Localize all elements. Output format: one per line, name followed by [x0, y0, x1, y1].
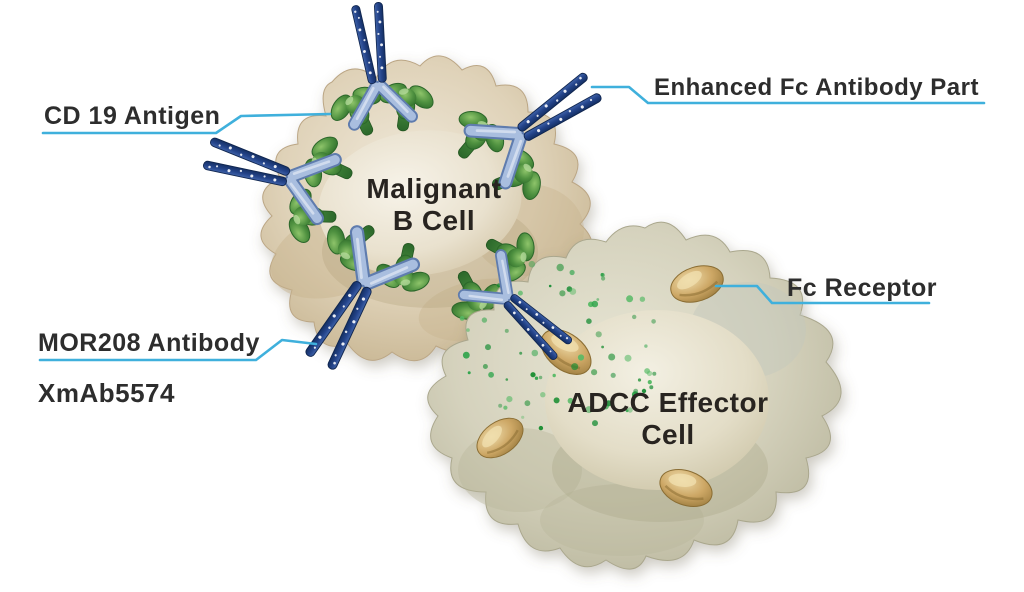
label-cd19-antigen: CD 19 Antigen: [44, 102, 220, 130]
granule-dot: [517, 290, 523, 296]
granule-dot: [482, 364, 488, 369]
granule-dot: [646, 370, 653, 377]
granule-dot: [519, 351, 523, 355]
granule-dot: [503, 405, 508, 410]
granule-dot: [633, 388, 639, 394]
granule-dot: [534, 376, 539, 380]
granule-dot: [485, 344, 491, 351]
leader-line-cd19: [41, 112, 332, 135]
granule-dot: [644, 368, 650, 374]
granule-dot: [524, 400, 531, 407]
granule-dot: [553, 397, 560, 404]
granule-dot: [462, 351, 470, 359]
granule-dot: [498, 403, 503, 408]
granule-dot: [459, 316, 465, 321]
granule-dot: [644, 344, 648, 348]
granule-dot: [651, 319, 656, 324]
leader-line-mor208: [38, 338, 318, 362]
granule-dot: [592, 420, 598, 427]
granule-dot: [467, 371, 471, 375]
granule-dot: [596, 298, 600, 301]
granule-dot: [569, 288, 577, 295]
granule-dot: [647, 380, 652, 385]
granule-dot: [576, 393, 580, 397]
label-xmab5574: XmAb5574: [38, 378, 175, 408]
granule-dot: [605, 400, 612, 407]
leader-line-fc-receptor: [714, 284, 931, 305]
granule-dot: [571, 363, 579, 371]
granule-dot: [466, 328, 470, 332]
granule-dot: [566, 286, 573, 292]
granule-dot: [641, 388, 647, 394]
malignant-b-cell-nucleus: [318, 130, 522, 276]
granule-dot: [601, 345, 604, 349]
granule-dot: [567, 397, 574, 404]
granule-dot: [521, 415, 525, 419]
granule-dot: [552, 373, 556, 378]
granule-dot: [528, 260, 536, 268]
granule-dot: [637, 378, 642, 382]
granule-dot: [624, 354, 632, 362]
granule-dot: [601, 276, 606, 281]
leader-line-enhanced-fc: [590, 85, 986, 105]
granule-dot: [531, 349, 539, 357]
granule-dot: [625, 409, 629, 413]
label-mor208-antibody: MOR208 Antibody: [38, 329, 260, 357]
granule-dot: [548, 284, 552, 288]
granule-dot: [577, 354, 585, 361]
granule-dot: [632, 314, 637, 320]
granule-dot: [649, 385, 654, 390]
effector-membrane-shading: [540, 484, 704, 556]
label-malignant-b-cell-line2: B Cell: [393, 205, 475, 236]
granule-dot: [591, 369, 598, 376]
granule-dot: [530, 372, 536, 378]
granule-dot: [559, 290, 566, 297]
granule-dot: [600, 272, 605, 278]
granule-dot: [504, 328, 509, 333]
granule-dot: [608, 353, 616, 361]
adcc-effector-cell-nucleus: [545, 310, 769, 490]
granule-dot: [505, 378, 509, 381]
granule-dot: [538, 425, 544, 431]
granule-dot: [586, 318, 592, 325]
granule-dot: [540, 392, 546, 398]
label-enhanced-fc-antibody-part: Enhanced Fc Antibody Part: [654, 74, 979, 101]
granule-dot: [481, 317, 488, 323]
label-adcc-effector-line2: Cell: [641, 419, 694, 450]
granule-dot: [488, 371, 494, 378]
granule-dot: [506, 396, 513, 403]
granule-dot: [569, 269, 575, 276]
label-malignant-b-cell-line1: Malignant: [366, 173, 501, 204]
label-fc-receptor: Fc Receptor: [787, 274, 937, 302]
granule-dot: [639, 296, 646, 302]
granule-dot: [591, 300, 599, 308]
granule-dot: [652, 371, 657, 376]
granule-dot: [585, 406, 593, 414]
granule-dot: [556, 263, 564, 272]
label-adcc-effector-line1: ADCC Effector: [568, 387, 769, 418]
granule-dot: [610, 372, 616, 378]
granule-dot: [627, 407, 633, 413]
granule-dot: [595, 331, 602, 338]
granule-dot: [538, 375, 543, 380]
granule-dot: [626, 295, 634, 303]
